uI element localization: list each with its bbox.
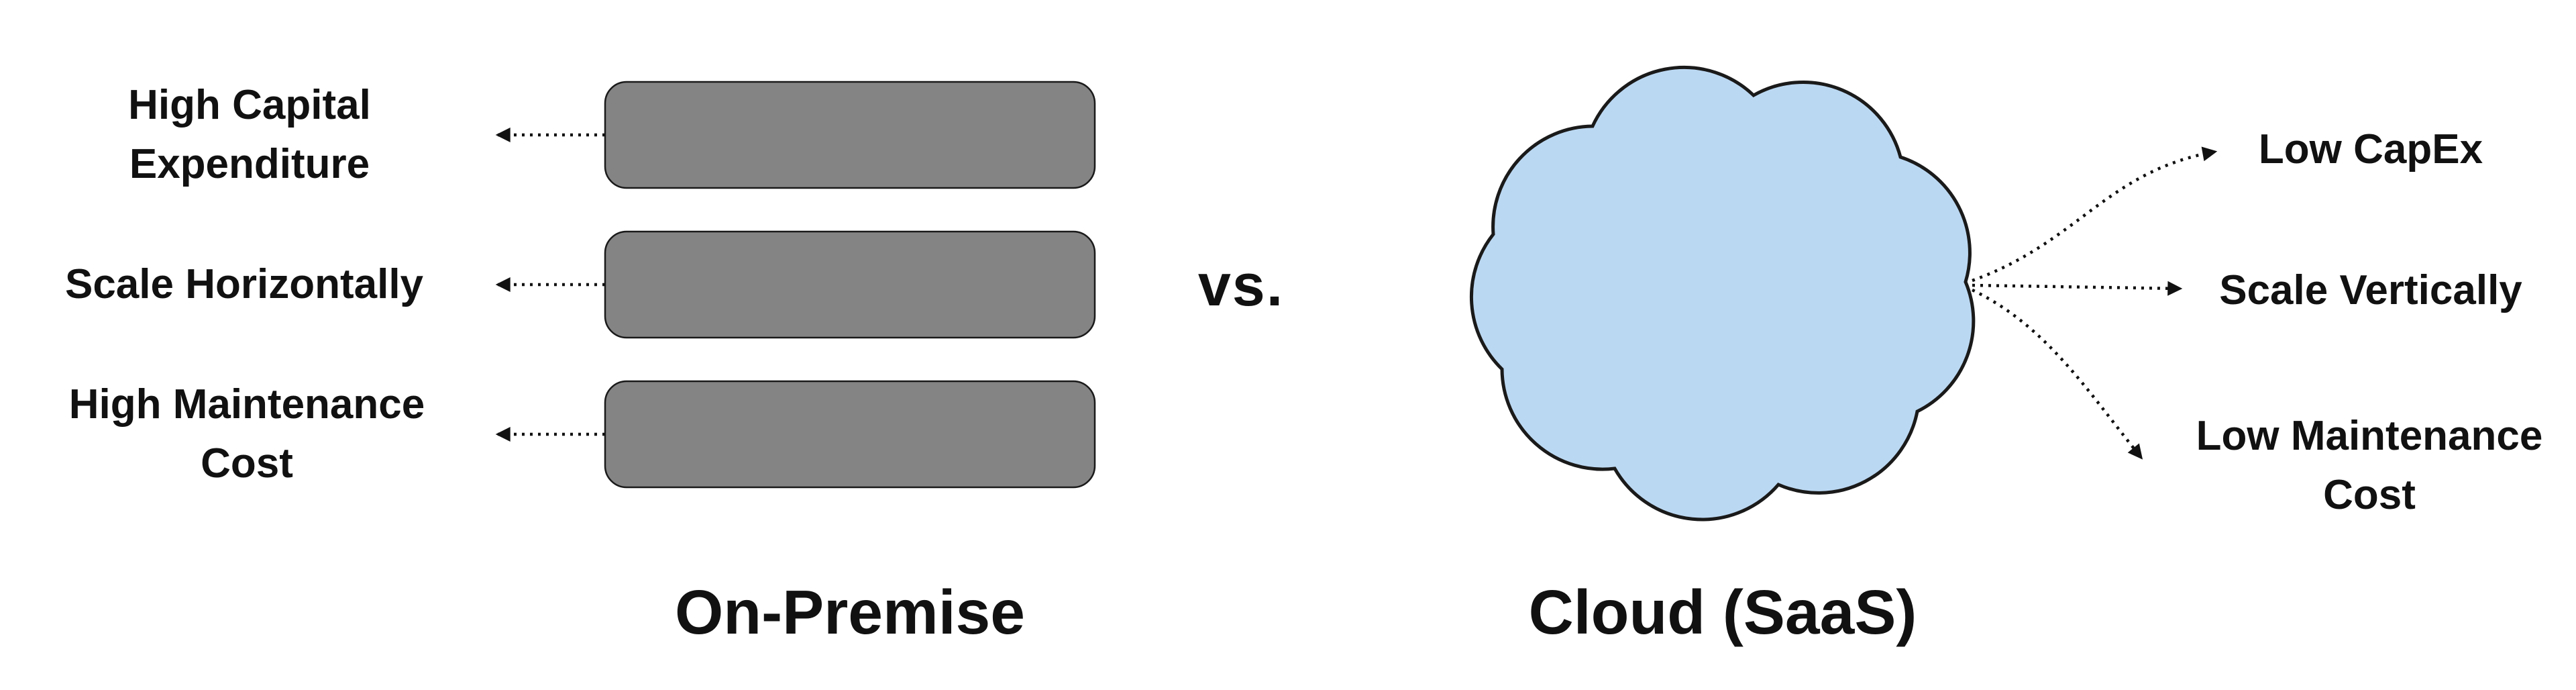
- onprem-box-1: [604, 81, 1096, 189]
- onprem-box-3: [604, 380, 1096, 489]
- onprem-box-2: [604, 230, 1096, 339]
- label-scale-horizontally: Scale Horizontally: [64, 261, 424, 307]
- label-high-maintenance-cost: High Maintenance Cost: [68, 381, 425, 487]
- arrow-scale-vertically-icon: [1972, 281, 2183, 296]
- arrow-low-capex-icon: [1972, 146, 2218, 283]
- label-low-capex: Low CapEx: [2258, 126, 2483, 172]
- title-on-premise: On-Premise: [674, 577, 1026, 647]
- arrow-low-maintenance-icon: [1972, 288, 2143, 460]
- cloud-icon: [1469, 65, 1976, 522]
- versus-label: vs.: [1197, 252, 1285, 318]
- label-scale-vertically: Scale Vertically: [2219, 267, 2522, 313]
- label-low-maintenance-cost: Low Maintenance Cost: [2196, 413, 2543, 518]
- label-high-capital-expenditure: High Capital Expenditure: [128, 82, 371, 187]
- title-cloud-saas: Cloud (SaaS): [1528, 577, 1917, 647]
